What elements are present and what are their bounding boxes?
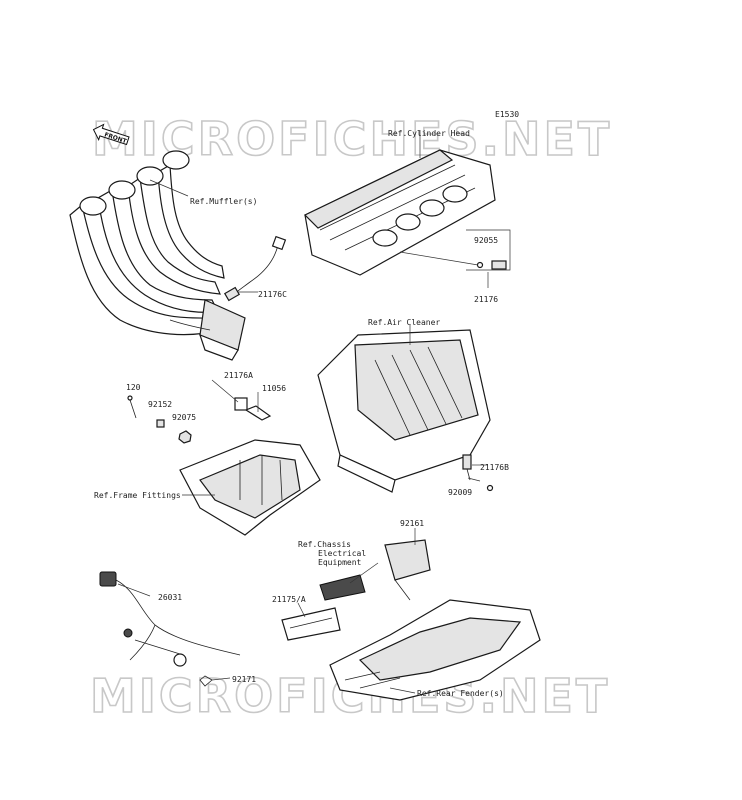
label-11056: 11056 [262, 384, 286, 393]
label-92161: 92161 [400, 519, 424, 528]
label-92152: 92152 [148, 400, 172, 409]
label-ref-mufflers: Ref.Muffler(s) [190, 197, 257, 206]
label-ref-chassis-2: Electrical [318, 549, 366, 558]
label-26031: 26031 [158, 593, 182, 602]
ecu-92161 [384, 539, 431, 601]
nut-92075 [178, 430, 192, 444]
label-21175a: 21175/A [272, 595, 306, 604]
label-21176c: 21176C [258, 290, 287, 299]
label-92075: 92075 [172, 413, 196, 422]
nut-92152 [156, 419, 165, 428]
label-ref-air-cleaner: Ref.Air Cleaner [368, 318, 440, 327]
label-ref-rear-fenders: Ref.Rear Fender(s) [417, 689, 504, 698]
label-ref-frame-fittings: Ref.Frame Fittings [94, 491, 181, 500]
sensor-21176b-group [462, 454, 494, 492]
label-21176: 21176 [474, 295, 498, 304]
o2-sensor-21176c [223, 235, 287, 302]
label-92171: 92171 [232, 675, 256, 684]
exhaust-header-illustration [69, 150, 246, 361]
relay-chassis [319, 574, 366, 601]
ecu-21175a [281, 607, 341, 641]
rear-fender-illustration [329, 599, 541, 701]
label-92055: 92055 [474, 236, 498, 245]
label-92009: 92009 [448, 488, 472, 497]
label-21176a: 21176A [224, 371, 253, 380]
label-21176b: 21176B [480, 463, 509, 472]
label-ref-cylinder-head: Ref.Cylinder Head [388, 129, 470, 138]
diagram-code: E1530 [495, 110, 519, 119]
screw-120 [127, 395, 137, 419]
cylinder-head-illustration [303, 149, 496, 276]
frame-fitting-bracket-illustration [179, 379, 321, 536]
sensor-21176-group [399, 229, 511, 288]
harness-26031-illustration [99, 571, 241, 667]
air-cleaner-illustration [317, 329, 491, 493]
leader-lines [117, 130, 481, 694]
label-120: 120 [126, 383, 141, 392]
label-ref-chassis-1: Ref.Chassis [298, 540, 351, 549]
label-ref-chassis-3: Equipment [318, 558, 362, 567]
